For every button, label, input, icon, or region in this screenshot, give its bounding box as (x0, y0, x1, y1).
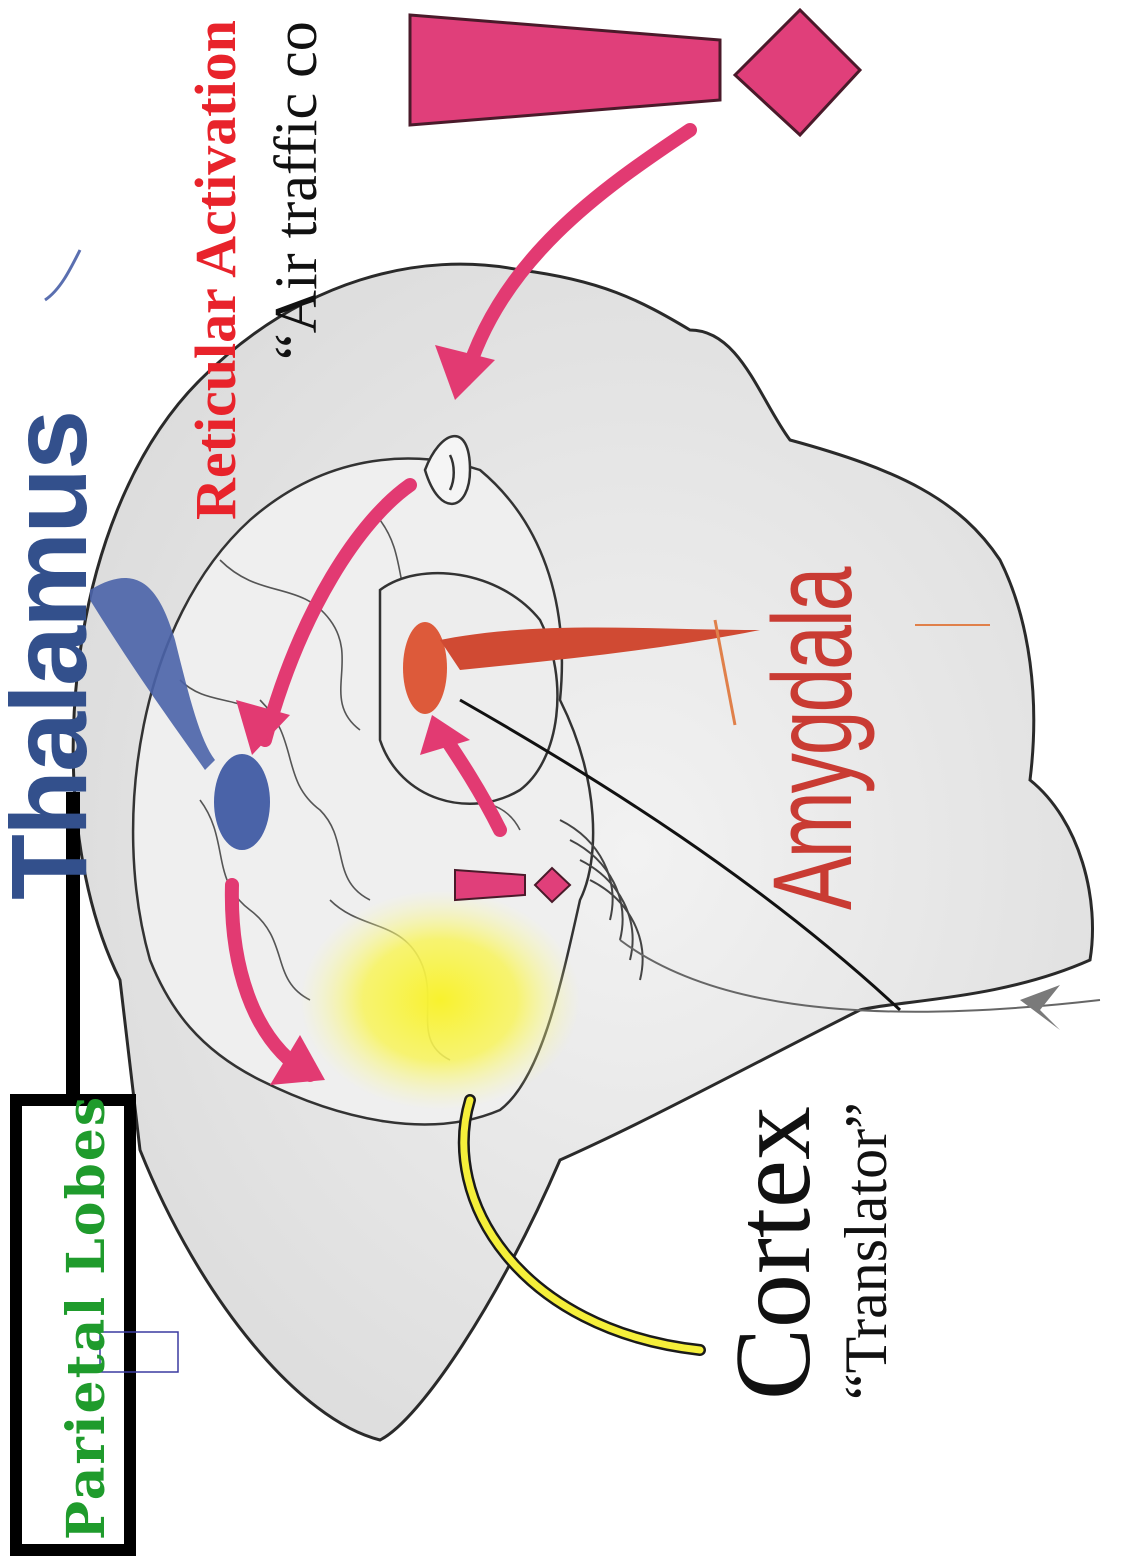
thalamus-tail (45, 250, 80, 300)
cortex-glow (300, 890, 580, 1110)
amygdala-spot (403, 622, 447, 714)
parietal-lobes-label: Parietal Lobes (56, 1095, 117, 1540)
cortex-label: Cortex (712, 1106, 836, 1400)
reticular-activation-label: Reticular Activation (182, 20, 249, 520)
thalamus-spot (214, 754, 270, 850)
exclamation-icon (410, 10, 860, 135)
air-traffic-subtitle: “Air traffic co (262, 21, 331, 360)
thalamus-label: Thalamus (0, 412, 111, 900)
translator-subtitle: “Translator” (832, 1102, 901, 1400)
amygdala-label: Amygdala (748, 569, 877, 910)
